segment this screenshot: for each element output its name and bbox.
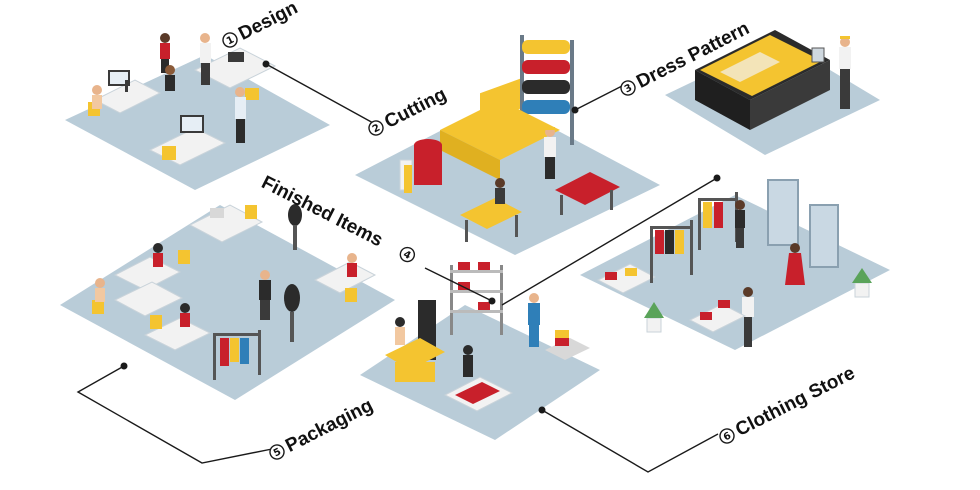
step-number-circle bbox=[399, 246, 416, 263]
step-number: 5 bbox=[272, 446, 283, 459]
connectors bbox=[76, 60, 721, 473]
connector-packaging-label bbox=[76, 365, 273, 464]
cutting-area bbox=[399, 35, 620, 242]
step-number-circle bbox=[620, 80, 636, 96]
connector-design-cutting bbox=[265, 63, 376, 125]
step-number-circle bbox=[269, 444, 285, 460]
step-cutting: 2 Cutting bbox=[368, 84, 450, 136]
connector-dot bbox=[262, 60, 270, 68]
step-packaging: 5 Packaging bbox=[269, 395, 376, 460]
cutting-floor bbox=[355, 100, 660, 255]
finished-items-floor bbox=[60, 205, 395, 400]
step-label: Design bbox=[235, 0, 301, 45]
step-design: 1 Design bbox=[222, 0, 301, 48]
step-number-circle bbox=[368, 120, 384, 136]
step-number-circle bbox=[719, 428, 735, 444]
connector-cutting-pattern bbox=[574, 85, 623, 111]
dress-pattern-area bbox=[695, 30, 851, 130]
step-number: 2 bbox=[371, 122, 382, 135]
step-number-circle bbox=[222, 32, 238, 48]
connector-store-label bbox=[541, 409, 719, 473]
connector-dot bbox=[571, 106, 579, 114]
step-label: Packaging bbox=[282, 395, 376, 457]
finished-items-area bbox=[92, 204, 377, 380]
clothing-store-area bbox=[596, 179, 872, 347]
step-clothing-store: 6 Clothing Store bbox=[719, 363, 858, 444]
step-number: 4 bbox=[401, 249, 412, 262]
step-label: Cutting bbox=[381, 84, 450, 133]
connector-packaging-store bbox=[501, 177, 718, 306]
step-label: Clothing Store bbox=[732, 363, 858, 441]
design-studio bbox=[88, 33, 277, 166]
packaging-area bbox=[385, 262, 590, 412]
connector-dot bbox=[120, 362, 128, 370]
step-number: 3 bbox=[623, 82, 634, 95]
connector-dot bbox=[488, 297, 496, 305]
step-number: 6 bbox=[722, 430, 733, 443]
connector-dot bbox=[538, 406, 546, 414]
connector-finished-packaging bbox=[424, 267, 493, 302]
step-number: 1 bbox=[225, 34, 236, 47]
connector-dot bbox=[713, 174, 721, 182]
